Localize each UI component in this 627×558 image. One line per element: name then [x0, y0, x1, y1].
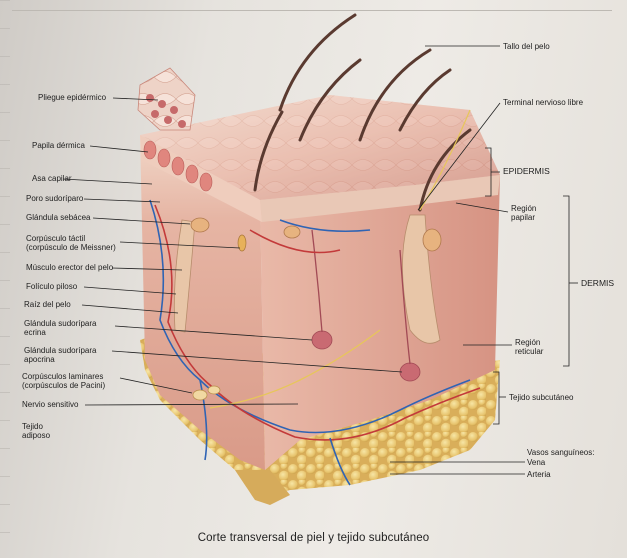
label-papillary-region-2: papilar [511, 213, 535, 222]
label-hair-root: Raíz del pelo [24, 300, 71, 309]
label-adipose-tissue-2: adiposo [22, 431, 50, 440]
label-meissner-corpuscle: (corpúsculo de Meissner) [26, 243, 116, 252]
label-vein: Vena [527, 458, 545, 467]
label-capillary-loop: Asa capilar [32, 174, 72, 183]
label-sebaceous-gland: Glándula sebácea [26, 213, 91, 222]
label-adipose-tissue: Tejido [22, 422, 43, 431]
label-reticular-region-2: reticular [515, 347, 543, 356]
label-blood-vessels: Vasos sanguíneos: [527, 448, 594, 457]
label-eccrine-gland-2: ecrina [24, 328, 46, 337]
label-tactile-corpuscle: Corpúsculo táctil [26, 234, 85, 243]
label-epidermis: EPIDERMIS [503, 167, 550, 176]
figure-caption: Corte transversal de piel y tejido subcu… [0, 532, 627, 544]
label-reticular-region: Región [515, 338, 540, 347]
label-pacini-corpuscles: (corpúsculos de Pacini) [22, 381, 105, 390]
label-arrector-pili: Músculo erector del pelo [26, 263, 113, 272]
label-eccrine-gland: Glándula sudorípara [24, 319, 97, 328]
label-dermal-papilla: Papila dérmica [32, 141, 85, 150]
label-dermis: DERMIS [581, 279, 614, 288]
label-subcutaneous-tissue: Tejido subcutáneo [509, 393, 574, 402]
label-apocrine-gland: Glándula sudorípara [24, 346, 97, 355]
apocrine-gland [400, 363, 420, 381]
label-sweat-pore: Poro sudoríparo [26, 194, 83, 203]
label-sensory-nerve: Nervio sensitivo [22, 400, 78, 409]
label-epidermal-fold: Pliegue epidérmico [38, 93, 106, 102]
label-papillary-region: Región [511, 204, 536, 213]
eccrine-gland [312, 331, 332, 349]
label-lamellar-corpuscles: Corpúsculos laminares [22, 372, 103, 381]
label-apocrine-gland-2: apocrina [24, 355, 55, 364]
label-hair-follicle: Folículo piloso [26, 282, 77, 291]
label-artery: Arteria [527, 470, 551, 479]
hair-shaft-1 [280, 15, 355, 110]
label-hair-shaft: Tallo del pelo [503, 42, 550, 51]
label-free-nerve-ending: Terminal nervioso libre [503, 98, 583, 107]
